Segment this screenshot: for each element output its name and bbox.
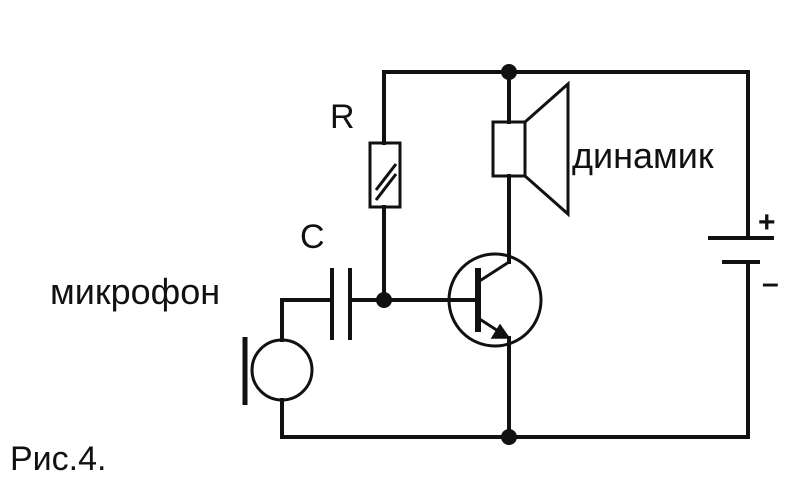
microphone (242, 298, 314, 439)
figure-caption: Рис.4. (10, 440, 106, 478)
resistor-label: R (330, 98, 355, 136)
capacitor (280, 268, 386, 340)
capacitor-label: C (300, 218, 325, 256)
junction-dot-top (501, 64, 517, 80)
speaker (491, 70, 570, 264)
transistor (382, 252, 543, 439)
junction-dot-base (376, 292, 392, 308)
microphone-label: микрофон (50, 271, 220, 312)
junction-dot-bottom (501, 429, 517, 445)
battery (708, 70, 774, 439)
resistor (368, 141, 402, 209)
battery-minus-label: – (762, 267, 779, 300)
battery-plus-label: + (758, 206, 776, 239)
speaker-label: динамик (572, 135, 714, 176)
